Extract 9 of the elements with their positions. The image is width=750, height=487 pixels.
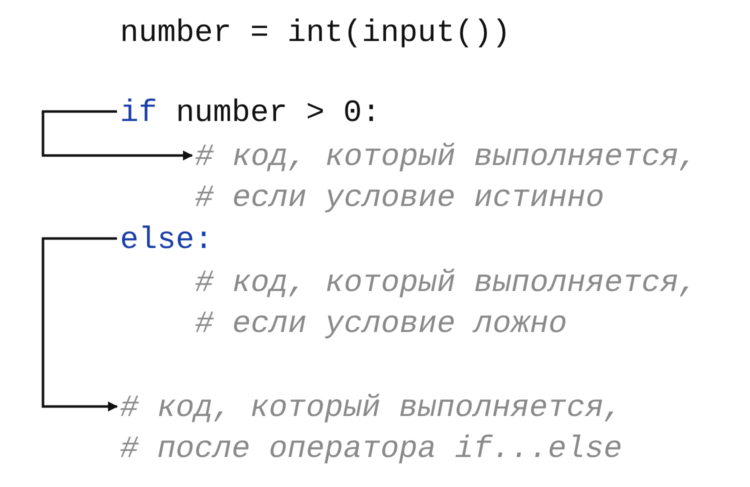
flow-arrow <box>42 237 118 412</box>
flow-arrow <box>42 110 193 160</box>
code-comment: # код, который выполняется, # если условие истинно <box>195 139 698 218</box>
code-text: number > 0: <box>176 95 380 133</box>
code-comment: # код, который выполняется, # после оператора if...else <box>120 390 624 469</box>
keyword: if <box>120 95 158 133</box>
keyword: else: <box>120 222 214 260</box>
code-text: number = int(input()) <box>120 15 512 53</box>
code-comment: # код, который выполняется, # если условие ложно <box>195 265 698 344</box>
